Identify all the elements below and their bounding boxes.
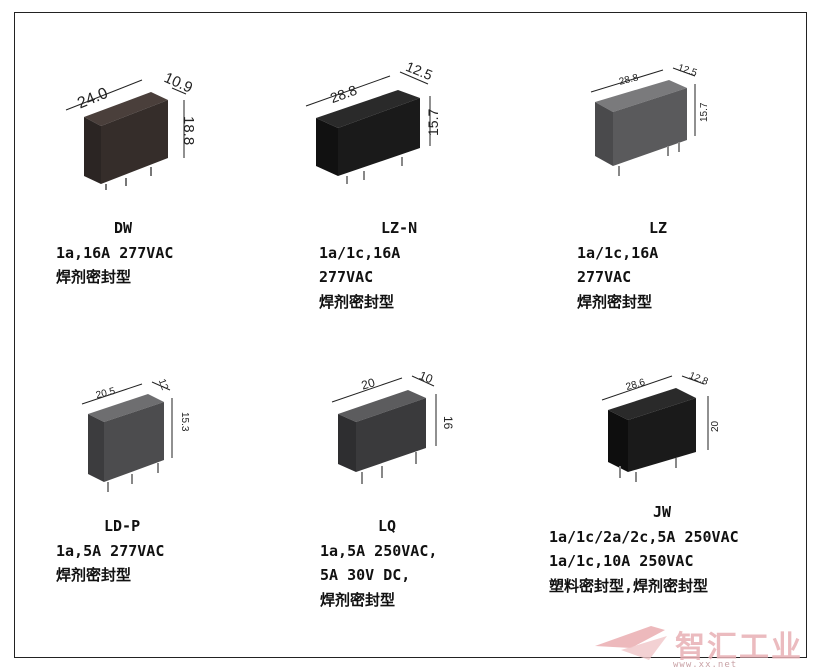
spec-line: 5A 30V DC, bbox=[320, 566, 411, 584]
product-caption-lz-n: LZ-N 1a/1c,16A 277VAC 焊剂密封型 bbox=[319, 216, 417, 314]
spec-line: 1a/1c/2a/2c,5A 250VAC bbox=[549, 527, 739, 546]
relay-image-jw: 28.6 12.8 20 bbox=[601, 370, 721, 482]
model-name: LZ-N bbox=[381, 219, 418, 237]
spec-line: 1a/1c,10A 250VAC bbox=[549, 552, 694, 570]
spec-line: 277VAC bbox=[577, 268, 632, 286]
model-name: DW bbox=[114, 219, 133, 237]
spec-line: 焊剂密封型 bbox=[577, 292, 653, 311]
relay-image-lz-n: 28.8 12.5 15.7 bbox=[305, 62, 441, 184]
spec-line: 1a/1c,16A bbox=[577, 243, 659, 262]
dim-width: 10.9 bbox=[161, 72, 195, 97]
product-caption-ld-p: LD-P 1a,5A 277VAC 焊剂密封型 bbox=[56, 514, 164, 588]
dim-length: 20.5 bbox=[95, 386, 117, 401]
spec-line: 277VAC bbox=[319, 268, 374, 286]
dim-length: 24.0 bbox=[75, 85, 110, 112]
relay-image-lz: 28.8 12.5 15.7 bbox=[590, 63, 710, 176]
dim-length: 20 bbox=[360, 375, 377, 392]
dim-height: 15.7 bbox=[425, 109, 441, 136]
dim-width: 12.8 bbox=[687, 370, 710, 388]
spec-line: 塑料密封型,焊剂密封型 bbox=[549, 576, 709, 595]
product-caption-dw: DW 1a,16A 277VAC 焊剂密封型 bbox=[56, 216, 173, 290]
dim-length: 28.6 bbox=[625, 377, 647, 393]
product-caption-jw: JW 1a/1c/2a/2c,5A 250VAC 1a/1c,10A 250VA… bbox=[549, 500, 739, 598]
relay-image-lq: 20 10 16 bbox=[331, 372, 455, 484]
dim-height: 16 bbox=[441, 416, 455, 430]
dim-width: 10 bbox=[417, 372, 435, 386]
spec-line: 1a,16A 277VAC bbox=[56, 243, 174, 262]
spec-line: 焊剂密封型 bbox=[320, 590, 396, 609]
spec-line: 1a,5A 250VAC, bbox=[320, 541, 438, 560]
watermark-logo-icon bbox=[595, 626, 667, 660]
product-caption-lq: LQ 1a,5A 250VAC, 5A 30V DC, 焊剂密封型 bbox=[320, 514, 437, 612]
spec-line: 焊剂密封型 bbox=[319, 292, 395, 311]
watermark-url: www.xx.net bbox=[673, 660, 738, 670]
spec-line: 焊剂密封型 bbox=[56, 566, 132, 584]
dim-height: 20 bbox=[710, 420, 721, 432]
model-name: LZ bbox=[649, 219, 668, 237]
dim-length: 28.8 bbox=[618, 72, 640, 87]
relay-image-ld-p: 20.5 12 15.3 bbox=[81, 378, 190, 492]
dim-width: 12.5 bbox=[676, 63, 698, 80]
watermark-text: 智汇工业 bbox=[675, 630, 803, 665]
spec-line: 焊剂密封型 bbox=[56, 268, 132, 286]
watermark: 智汇工业 www.xx.net bbox=[591, 620, 811, 672]
model-name: LQ bbox=[378, 517, 397, 535]
model-name: LD-P bbox=[104, 517, 141, 535]
dim-height: 15.7 bbox=[699, 102, 710, 122]
spec-line: 1a,5A 277VAC bbox=[56, 541, 165, 560]
dim-width: 12 bbox=[156, 378, 170, 393]
dim-length: 28.8 bbox=[328, 82, 359, 106]
dim-height: 18.8 bbox=[180, 116, 197, 145]
product-caption-lz: LZ 1a/1c,16A 277VAC 焊剂密封型 bbox=[577, 216, 667, 314]
spec-line: 1a/1c,16A bbox=[319, 243, 401, 262]
dim-height: 15.3 bbox=[179, 412, 190, 432]
relay-image-dw: 24.0 10.9 18.8 bbox=[65, 72, 197, 190]
model-name: JW bbox=[653, 503, 672, 521]
